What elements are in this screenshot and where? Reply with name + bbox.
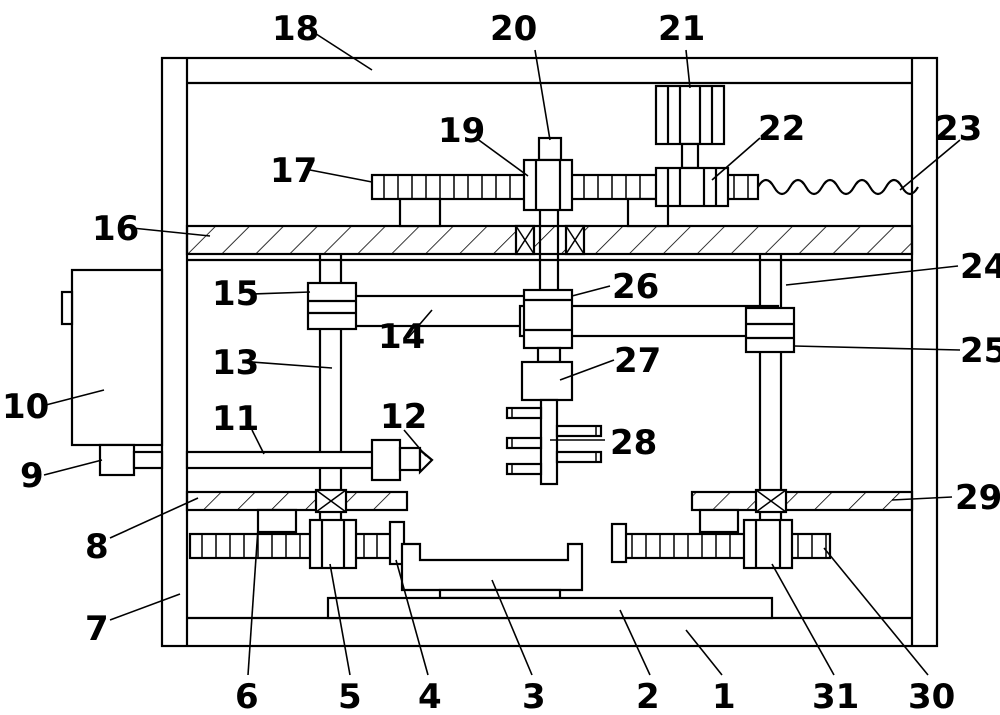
lower-screws — [188, 518, 832, 570]
motor — [654, 84, 730, 208]
label-4: 4 — [418, 677, 442, 715]
workpiece-and-platform — [326, 542, 774, 620]
part-labels: 18 20 21 22 23 19 17 16 24 15 26 14 25 1… — [2, 9, 1000, 715]
center-shaft — [522, 136, 574, 290]
label-29: 29 — [955, 478, 1000, 518]
label-15: 15 — [212, 274, 259, 314]
label-27: 27 — [614, 341, 661, 381]
label-28: 28 — [610, 423, 657, 463]
label-22: 22 — [758, 109, 805, 149]
upper-hatched-plate — [185, 224, 914, 262]
label-23: 23 — [935, 109, 982, 149]
label-30: 30 — [908, 677, 955, 715]
label-8: 8 — [85, 527, 109, 567]
leader-lines — [41, 29, 961, 676]
label-25: 25 — [960, 331, 1000, 371]
frame — [160, 56, 939, 648]
label-13: 13 — [212, 343, 259, 383]
label-26: 26 — [612, 267, 659, 307]
label-16: 16 — [92, 209, 139, 249]
label-1: 1 — [712, 677, 736, 715]
label-17: 17 — [270, 151, 317, 191]
label-9: 9 — [20, 456, 44, 496]
lower-hatched-plates — [185, 490, 914, 534]
label-14: 14 — [378, 317, 425, 357]
label-21: 21 — [658, 9, 705, 49]
label-31: 31 — [812, 677, 859, 715]
label-7: 7 — [85, 609, 109, 649]
label-5: 5 — [338, 677, 362, 715]
label-10: 10 — [2, 387, 49, 427]
label-11: 11 — [212, 399, 259, 439]
label-20: 20 — [490, 9, 537, 49]
label-3: 3 — [522, 677, 546, 715]
label-18: 18 — [272, 9, 319, 49]
label-19: 19 — [438, 111, 485, 151]
label-6: 6 — [235, 677, 259, 715]
spring — [757, 178, 919, 196]
label-24: 24 — [960, 247, 1000, 287]
belts-and-pulleys — [306, 281, 796, 354]
label-2: 2 — [636, 677, 660, 715]
label-12: 12 — [380, 397, 427, 437]
tool-head — [505, 346, 603, 486]
